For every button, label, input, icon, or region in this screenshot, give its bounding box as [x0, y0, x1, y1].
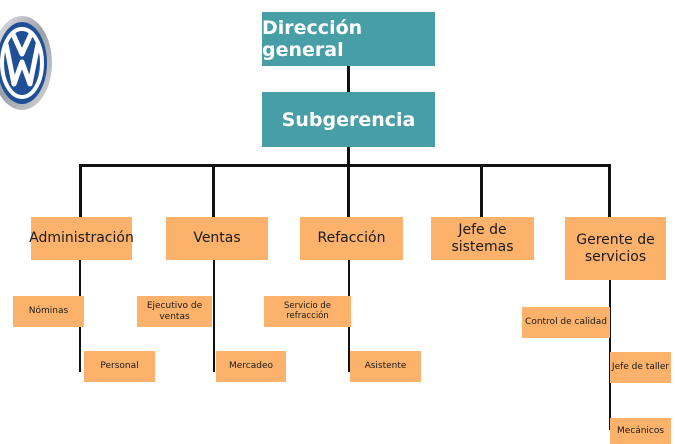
child-mecanicos: Mecánicos	[610, 418, 671, 444]
child-personal: Personal	[84, 351, 155, 382]
dept-administracion: Administración	[29, 217, 134, 260]
connector	[347, 66, 350, 92]
dept-label: Jefe de sistemas	[451, 222, 514, 255]
connector	[480, 164, 483, 218]
subgerencia-box: Subgerencia	[262, 92, 435, 147]
director-box: Dirección general	[262, 12, 435, 66]
dept-label: Refacción	[317, 230, 386, 247]
child-label: Control de calidad	[525, 317, 607, 328]
dept-gerente-servicios: Gerente de servicios	[565, 217, 666, 280]
child-label: Asistente	[364, 361, 407, 372]
dept-refaccion: Refacción	[300, 217, 403, 260]
child-control-calidad: Control de calidad	[522, 307, 610, 338]
connector	[608, 164, 611, 218]
child-jefe-taller: Jefe de taller	[610, 352, 671, 383]
child-servicio-refraccion: Servicio de refracción	[264, 296, 351, 327]
connector	[79, 164, 611, 167]
dept-label: Ventas	[193, 230, 241, 247]
child-label: Mecánicos	[616, 425, 665, 436]
dept-jefe-sistemas: Jefe de sistemas	[431, 217, 534, 260]
vw-logo-icon	[0, 16, 52, 110]
child-label: Nóminas	[28, 306, 69, 317]
dept-label: Gerente de servicios	[576, 232, 655, 265]
child-nominas: Nóminas	[13, 296, 84, 327]
dept-ventas: Ventas	[166, 217, 268, 260]
child-label: Personal	[100, 361, 139, 372]
connector	[213, 260, 215, 372]
child-label: Ejecutivo de ventas	[146, 301, 203, 322]
child-asistente: Asistente	[350, 351, 421, 382]
subgerencia-label: Subgerencia	[281, 108, 416, 131]
dept-label: Administración	[29, 230, 134, 247]
connector	[79, 164, 82, 218]
child-ejecutivo-ventas: Ejecutivo de ventas	[137, 296, 212, 327]
child-mercadeo: Mercadeo	[216, 351, 286, 382]
child-label: Mercadeo	[228, 361, 274, 372]
connector	[347, 164, 350, 218]
child-label: Jefe de taller	[611, 362, 670, 373]
connector	[212, 164, 215, 218]
child-label: Servicio de refracción	[283, 300, 332, 321]
connector	[347, 147, 350, 166]
director-label: Dirección general	[262, 17, 363, 61]
